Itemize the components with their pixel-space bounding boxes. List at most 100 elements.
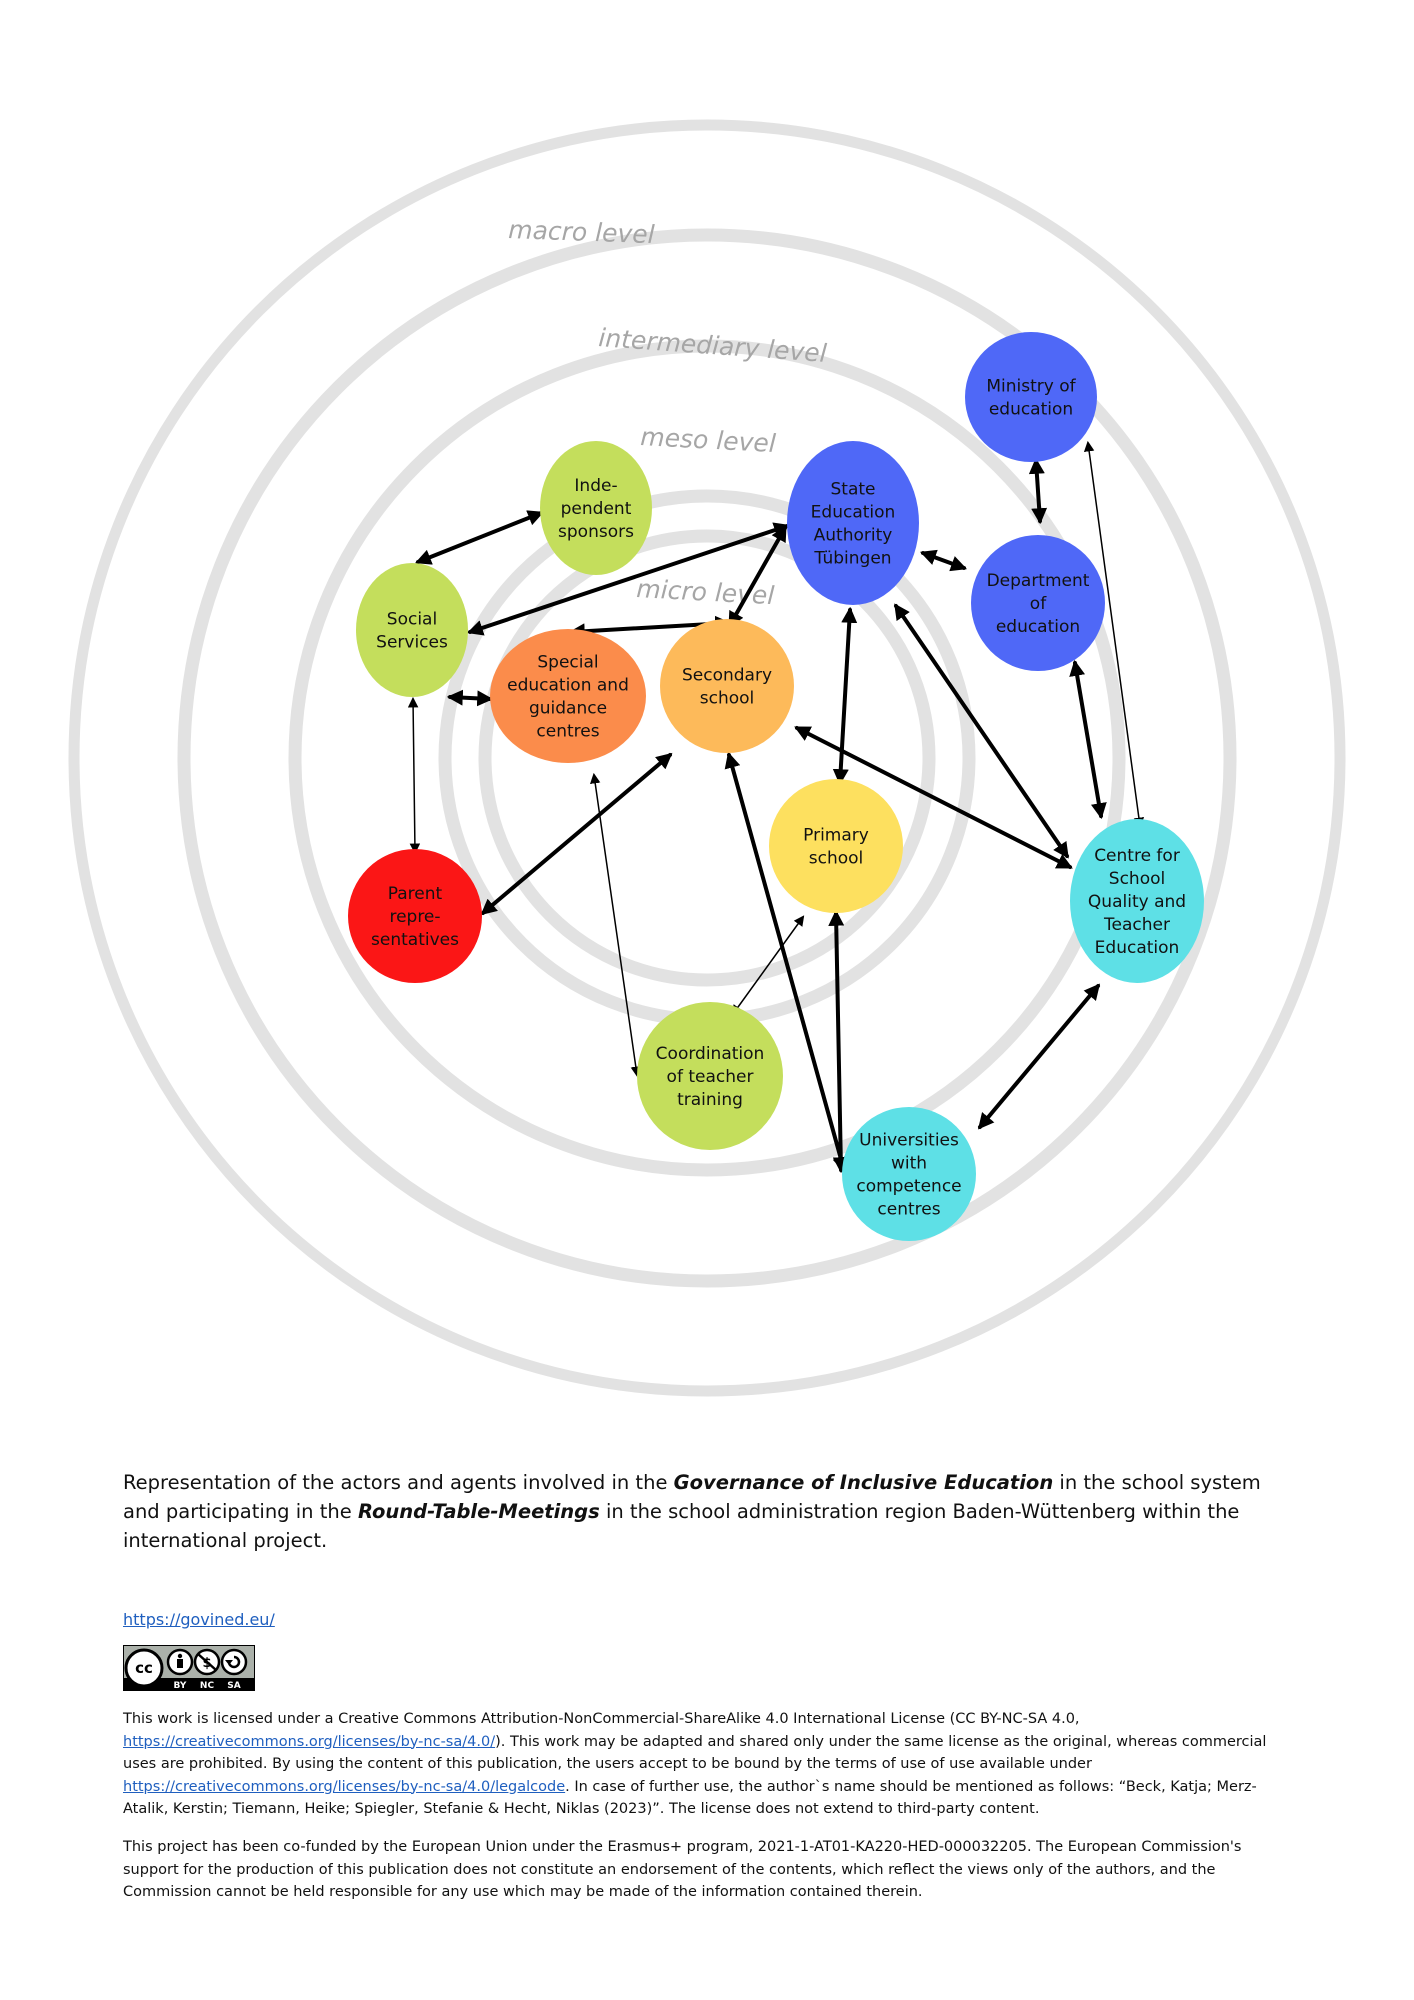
macro-level-label: macro level bbox=[508, 215, 655, 249]
node-label-line: Coordination bbox=[656, 1044, 765, 1064]
node-label-line: School bbox=[1109, 869, 1165, 889]
node-label-line: centres bbox=[877, 1200, 940, 1220]
node-label-line: Education bbox=[1095, 938, 1180, 958]
node-label-line: education and bbox=[507, 676, 629, 696]
node-shape bbox=[540, 441, 652, 575]
legalcode-link[interactable]: https://creativecommons.org/licenses/by-… bbox=[123, 1778, 566, 1795]
intermediary-ring bbox=[177, 228, 1237, 1288]
node-label-line: competence bbox=[856, 1177, 961, 1197]
node-label-line: centres bbox=[536, 722, 599, 742]
arrow-parent-secondary bbox=[480, 752, 673, 916]
node-label-line: training bbox=[677, 1090, 743, 1110]
level-rings bbox=[68, 119, 1346, 1397]
governance-diagram: macro level intermediary level meso leve… bbox=[68, 119, 1346, 1397]
node-shape bbox=[637, 1002, 783, 1150]
figure-caption: Representation of the actors and agents … bbox=[123, 1468, 1283, 1555]
arrow-centre-universities bbox=[977, 983, 1101, 1130]
node-label-line: Parent bbox=[388, 884, 443, 904]
arrow-primary-universities bbox=[828, 909, 849, 1174]
node-secondary-school: Secondary school bbox=[660, 619, 794, 753]
node-label-line: Quality and bbox=[1088, 892, 1186, 912]
node-label-line: pendent bbox=[561, 499, 632, 519]
svg-text:BY: BY bbox=[174, 1681, 187, 1691]
arrow-ministry-department bbox=[1028, 457, 1048, 525]
node-special-education-centres: Special education and guidance centres bbox=[490, 629, 646, 763]
node-label-line: of bbox=[1030, 594, 1047, 614]
caption-text-2: in the school system and participating i… bbox=[123, 1471, 1261, 1523]
funding-notice: This project has been co-funded by the E… bbox=[123, 1839, 1242, 1900]
node-label-line: Social bbox=[387, 610, 437, 630]
arrow-department-centre bbox=[1069, 659, 1107, 820]
node-label-line: school bbox=[700, 689, 755, 709]
arrow-state-secondary bbox=[728, 525, 787, 628]
node-department-of-education: Department of education bbox=[971, 535, 1105, 671]
node-label-line: of teacher bbox=[667, 1067, 754, 1087]
caption-emphasis-governance: Governance of Inclusive Education bbox=[673, 1471, 1054, 1494]
node-label-line: Services bbox=[376, 633, 448, 653]
node-label-line: guidance bbox=[529, 699, 607, 719]
caption-text-1: Representation of the actors and agents … bbox=[123, 1471, 674, 1494]
arrow-social-parent bbox=[407, 696, 421, 855]
intermediary-level-label: intermediary level bbox=[598, 323, 828, 368]
node-label-line: State bbox=[831, 480, 876, 500]
node-label-line: school bbox=[809, 849, 864, 869]
node-shape bbox=[660, 619, 794, 753]
node-label-line: sentatives bbox=[371, 930, 459, 950]
node-label-line: Authority bbox=[814, 526, 893, 546]
caption-text-3: in the school administration region Bade… bbox=[123, 1500, 1240, 1552]
node-label-line: Department bbox=[987, 571, 1090, 591]
arrow-secondary-centre bbox=[794, 726, 1073, 869]
node-label-line: Centre for bbox=[1094, 846, 1180, 866]
node-label-line: Tübingen bbox=[813, 549, 891, 569]
node-label-line: Secondary bbox=[682, 666, 772, 686]
node-label-line: repre- bbox=[389, 907, 440, 927]
node-label-line: sponsors bbox=[558, 522, 634, 542]
macro-ring bbox=[68, 119, 1346, 1397]
node-label-line: Inde- bbox=[574, 476, 617, 496]
arrow-ministry-centre bbox=[1083, 440, 1145, 829]
arrow-social-special bbox=[446, 689, 494, 707]
license-text-2: ). This work may be adapted and shared o… bbox=[123, 1733, 1267, 1773]
sa-icon bbox=[220, 1648, 248, 1676]
license-link[interactable]: https://creativecommons.org/licenses/by-… bbox=[123, 1733, 496, 1750]
node-ministry-of-education: Ministry of education bbox=[965, 332, 1097, 462]
node-shape bbox=[1070, 819, 1204, 983]
node-primary-school: Primary school bbox=[769, 779, 903, 913]
arrow-special-coordination bbox=[589, 772, 642, 1078]
node-shape bbox=[490, 629, 646, 763]
cc-icon bbox=[124, 1648, 164, 1688]
node-label-line: education bbox=[989, 400, 1073, 420]
svg-text:cc: cc bbox=[135, 1659, 153, 1677]
node-independent-sponsors: Inde-pendent sponsors bbox=[540, 441, 652, 575]
node-coordination-teacher-training: Coordination of teacher training bbox=[637, 1002, 783, 1150]
node-label-line: Primary bbox=[803, 826, 869, 846]
project-website-link[interactable]: https://govined.eu/ bbox=[123, 1610, 275, 1629]
node-label-line: Education bbox=[811, 503, 896, 523]
node-parent-representatives: Parent repre-sentatives bbox=[348, 849, 482, 983]
node-shape bbox=[971, 535, 1105, 671]
cc-license-badge: cc $ BY NC SA bbox=[123, 1645, 255, 1691]
node-shape bbox=[842, 1107, 976, 1241]
node-label-line: education bbox=[996, 617, 1080, 637]
connections bbox=[407, 440, 1145, 1174]
svg-text:NC: NC bbox=[200, 1681, 215, 1691]
license-text-3: . In case of further use, the author`s n… bbox=[123, 1778, 1257, 1818]
node-label-line: Teacher bbox=[1103, 915, 1170, 935]
license-text-1: This work is licensed under a Creative C… bbox=[123, 1711, 1080, 1727]
node-shape bbox=[769, 779, 903, 913]
node-shape bbox=[348, 849, 482, 983]
license-notice: This work is licensed under a Creative C… bbox=[123, 1708, 1288, 1821]
caption-emphasis-round-table: Round-Table-Meetings bbox=[357, 1500, 600, 1523]
meso-level-label: meso level bbox=[640, 422, 777, 458]
node-shape bbox=[787, 441, 919, 605]
node-label-line: Special bbox=[537, 653, 598, 673]
node-shape bbox=[356, 563, 468, 697]
arrow-state-department bbox=[919, 549, 968, 572]
node-label-line: Ministry of bbox=[986, 377, 1076, 397]
arrow-sponsors-social bbox=[415, 510, 544, 565]
